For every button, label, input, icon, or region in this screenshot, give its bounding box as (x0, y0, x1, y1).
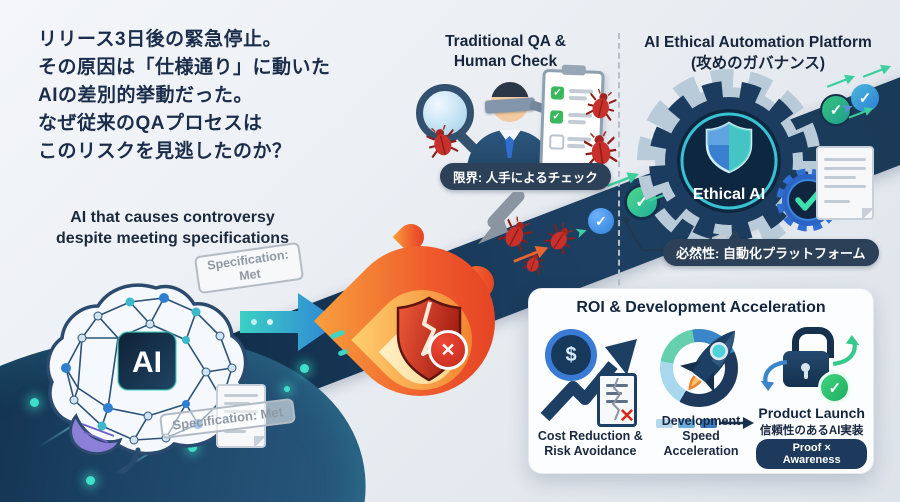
necessity-badge: 必然性: 自動化プラットフォーム (663, 239, 879, 266)
proof-awareness-pill: Proof × Awareness (756, 439, 868, 469)
shield-icon (705, 121, 753, 174)
data-dot (284, 386, 290, 392)
headline-line: リリース3日後の緊急停止。 (38, 29, 283, 50)
check-icon: ✓ (595, 212, 607, 229)
blindfold-icon (484, 97, 536, 114)
check-icon: ✓ (552, 111, 561, 123)
progress-arrow-icon (825, 71, 857, 92)
check-icon (795, 189, 822, 211)
badge-connector (622, 216, 666, 251)
tie-icon (505, 136, 514, 158)
launch-title: Product Launch (758, 405, 865, 421)
progress-segment (677, 419, 695, 428)
dollar-coin-icon: $ (545, 329, 597, 381)
roi-cost-column: $ ✕ Cost Reduction & Risk Avoidance (535, 325, 646, 467)
speed-label-line2: Acceleration (663, 444, 739, 458)
down-arrow-icon (478, 192, 525, 244)
qa-title-line1: Traditional QA & (445, 33, 566, 50)
check-circle-blue: ✓ (588, 208, 614, 234)
left-section-title: AI that causes controversy despite meeti… (50, 207, 295, 249)
headline-line: なぜ従来のQAプロセスは (38, 113, 263, 134)
padlock-icon (783, 351, 830, 387)
roi-launch-column: ✓ Product Launch 信頼性のあるAI実装 Proof × Awar… (756, 325, 868, 469)
glow-dot (86, 476, 95, 485)
check-icon: ✓ (828, 379, 842, 397)
headline-line: AIの差別的挙動だった。 (38, 85, 254, 106)
check-icon: ✓ (553, 87, 562, 99)
cycle-arrow-green-icon (833, 335, 860, 367)
left-title-line2: despite meeting specifications (56, 230, 289, 247)
ai-chip-label: AI (132, 346, 162, 379)
rocket-icon (679, 330, 735, 393)
x-icon: ✕ (440, 339, 456, 360)
roi-speed-column: Development Speed Acceleration (646, 325, 757, 467)
empty-checkbox-icon (548, 134, 565, 150)
launch-subtitle: 信頼性のあるAI実装 (759, 425, 864, 437)
speed-label-line1: Development Speed (661, 414, 741, 443)
cerebellum (69, 413, 123, 456)
cost-label-line2: Risk Avoidance (544, 444, 637, 458)
check-circle-green: ✓ (820, 94, 852, 126)
headline-line: このリスクを見逃したのか？ (38, 141, 292, 162)
platform-subtitle: (攻めのガバナンス) (690, 55, 825, 72)
qa-section-title: Traditional QA & Human Check (413, 32, 598, 72)
headline: リリース3日後の緊急停止。 その原因は「仕様通り」に動いた AIの差別的挙動だっ… (38, 26, 331, 166)
bug-icon (585, 87, 618, 123)
progress-segment (699, 419, 717, 428)
proof-pill-wrap: Proof × Awareness (756, 439, 868, 469)
report-document-icon (816, 146, 874, 220)
flow-arrow-icon (240, 293, 340, 351)
torn-contract-icon (597, 373, 637, 427)
data-dot (300, 364, 309, 373)
platform-title: AI Ethical Automation Platform (644, 34, 872, 51)
progress-segment (655, 419, 673, 428)
roi-title: ROI & Development Acceleration (576, 299, 826, 316)
roi-panel: ROI & Development Acceleration $ ✕ (528, 288, 874, 474)
check-icon: ✓ (858, 90, 872, 107)
badge-tail (728, 230, 742, 240)
lock-shackle (792, 327, 835, 358)
glow-dot (30, 398, 39, 407)
section-divider (618, 33, 620, 305)
ethical-ai-gear-icon: Ethical AI (637, 69, 821, 253)
left-title-line1: AI that causes controversy (70, 209, 275, 226)
limit-badge: 限界: 人手によるチェック (440, 163, 611, 190)
cycle-arrow-blue-icon (760, 359, 788, 391)
qa-title-line2: Human Check (453, 53, 558, 70)
check-circle-green: ✓ (818, 371, 852, 404)
error-x-badge: ✕ (428, 330, 468, 370)
check-icon: ✓ (829, 102, 843, 119)
x-icon: ✕ (619, 406, 635, 427)
cost-label-line1: Cost Reduction & (537, 429, 643, 443)
gear-label: Ethical AI (693, 186, 765, 203)
ai-chip-icon (117, 331, 177, 391)
headline-line: その原因は「仕様通り」に動いた (38, 57, 331, 78)
dollar-icon: $ (565, 343, 577, 366)
glow-dot (188, 443, 197, 452)
platform-section-title: AI Ethical Automation Platform (攻めのガバナンス… (625, 32, 891, 74)
